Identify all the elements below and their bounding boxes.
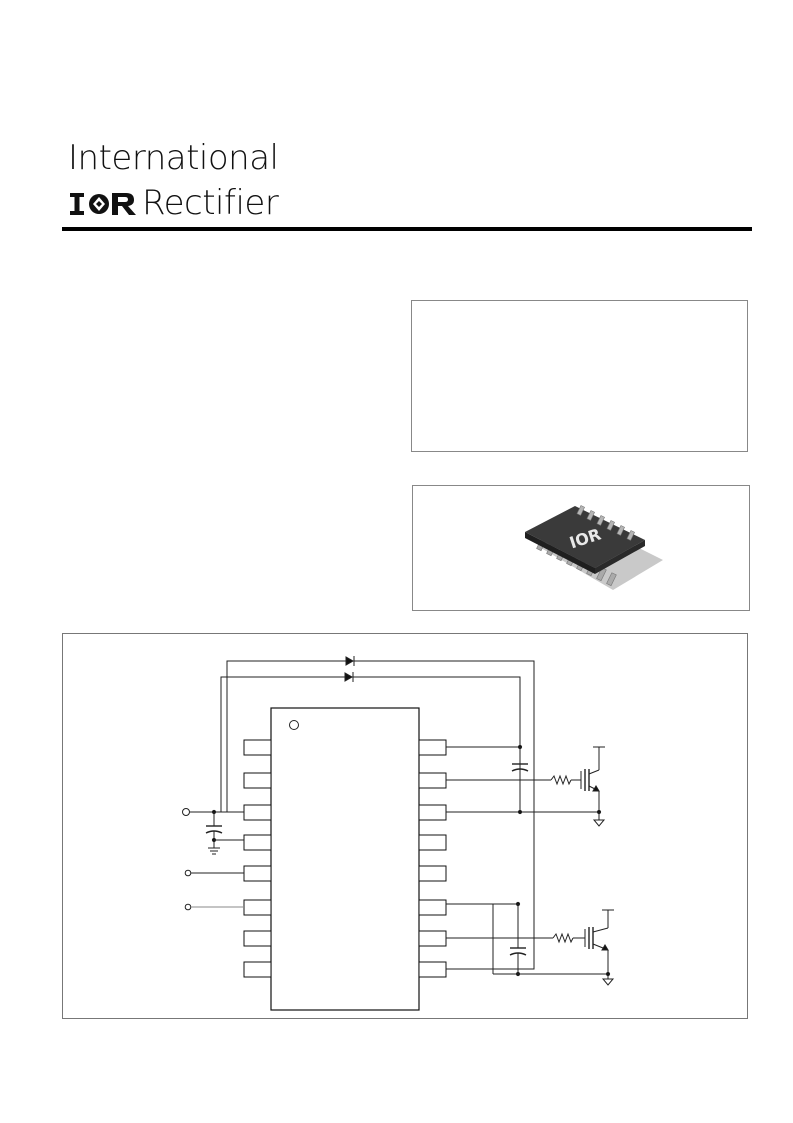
diode-icon <box>344 672 354 682</box>
ic-pin <box>243 930 272 947</box>
features-box <box>411 300 748 452</box>
typical-connection-diagram <box>182 656 615 1011</box>
ic-left-pins <box>243 739 272 978</box>
ic-pin <box>418 834 447 851</box>
ic-pin <box>243 804 272 821</box>
ic-pin <box>418 961 447 978</box>
typical-connection-box <box>62 633 748 1019</box>
soic-package-image: IOR <box>525 505 663 590</box>
ic-pin <box>418 772 447 789</box>
ic-body <box>270 707 420 1011</box>
ic-pin <box>418 865 447 882</box>
ic-pin <box>243 961 272 978</box>
brand-international: International <box>68 138 279 178</box>
ic-pin <box>418 930 447 947</box>
ic-pin <box>243 865 272 882</box>
package-box: IOR <box>412 485 750 611</box>
ic-pin <box>243 834 272 851</box>
ic-pin <box>243 739 272 756</box>
ic-pin <box>418 899 447 916</box>
pin1-indicator <box>289 720 299 730</box>
ic-pin <box>418 804 447 821</box>
ic-pin <box>418 739 447 756</box>
brand-rectifier: Rectifier <box>142 183 279 223</box>
ic-right-pins <box>418 739 447 978</box>
vcc-terminal <box>182 808 190 816</box>
ior-logo-icon <box>70 193 136 215</box>
input-terminal <box>184 903 192 911</box>
diode-icon <box>345 656 355 666</box>
header-divider <box>62 227 752 231</box>
ic-pin <box>243 772 272 789</box>
ic-pin <box>243 899 272 916</box>
input-terminal <box>184 869 192 877</box>
